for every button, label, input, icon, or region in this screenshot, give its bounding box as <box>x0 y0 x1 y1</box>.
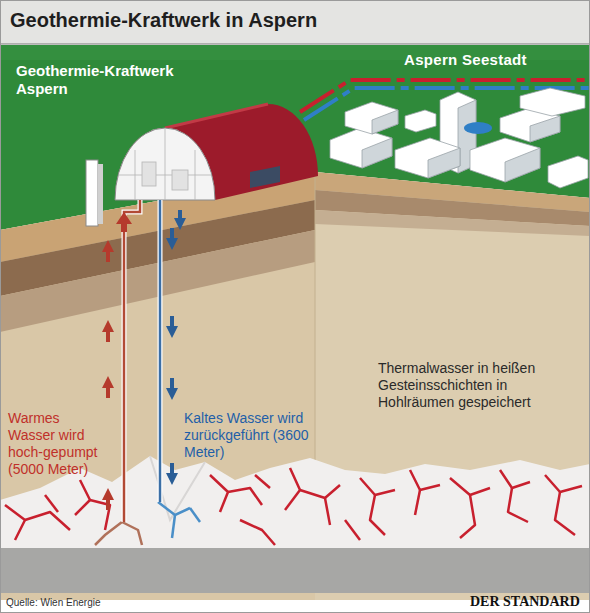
power-plant-part-part <box>142 162 156 186</box>
power-plant-part <box>115 128 215 200</box>
warm-pipe-part-part <box>102 320 114 342</box>
cold-pipe-part <box>166 210 186 485</box>
city-buildings <box>330 88 588 188</box>
power-plant-part-part <box>165 128 166 200</box>
warm-pipe-part-part <box>102 488 114 510</box>
diagram-title: Geothermie-Kraftwerk in Aspern <box>10 9 317 32</box>
rock-layer-part <box>5 468 582 545</box>
city-buildings-part <box>548 156 588 188</box>
warm-pipe-part <box>124 200 140 522</box>
power-plant-part <box>118 128 212 200</box>
city-buildings-part <box>464 122 492 134</box>
power-plant-part <box>98 164 103 224</box>
rock-layer-part-part <box>25 512 70 530</box>
rock-layer-part-part <box>240 520 275 545</box>
city-buildings-part <box>428 148 460 178</box>
rock-layer-part-part <box>285 468 300 510</box>
city-buildings-part <box>395 138 460 178</box>
rock-layer-part-part <box>300 485 340 498</box>
rock-layer-part-part <box>255 475 270 488</box>
rock-layer-part-part <box>190 508 200 522</box>
rock-layer-part-part <box>45 495 58 512</box>
cold-pipe <box>160 200 186 502</box>
cold-water-label: Kaltes Wasser wird zurückgeführt (3600 M… <box>184 410 312 461</box>
city-buildings-part <box>345 102 398 134</box>
power-plant <box>86 104 318 226</box>
district-label: Aspern Seestadt <box>404 51 527 68</box>
rock-layer-part-part <box>325 498 330 525</box>
rock-layer-part <box>0 456 590 548</box>
rock-layer-part-part <box>500 470 530 488</box>
rock-layer-part <box>95 522 142 545</box>
rock-layer-part-part <box>450 478 490 495</box>
rock-layer-part-part <box>415 490 420 515</box>
plant-label: Geothermie-Kraftwerk Aspern <box>16 62 196 98</box>
warm-water-label: Warmes Wasser wird hoch-gepumpt (5000 Me… <box>8 410 104 478</box>
thermal-water-note: Thermalwasser in heißen Gesteinsschichte… <box>378 360 574 411</box>
power-plant-part <box>165 104 268 128</box>
rock-layer-part-part <box>5 505 25 540</box>
city-buildings-part <box>405 110 436 132</box>
power-plant-part <box>86 160 98 226</box>
power-plant-part-part <box>172 170 188 190</box>
rock-layer-part-part <box>555 492 575 535</box>
city-buildings-part <box>330 128 392 168</box>
publisher-mark: DER STANDARD <box>470 594 580 610</box>
rock-layer-part-part <box>460 495 475 538</box>
city-buildings-part <box>362 138 392 168</box>
city-buildings-part <box>530 116 560 142</box>
rock-layer-part-part <box>345 520 360 540</box>
title-bar <box>0 0 590 44</box>
cold-pipe-part <box>159 200 162 502</box>
power-plant-part <box>115 104 318 200</box>
cold-pipe-part-part <box>166 378 178 400</box>
rock-layer-part-part <box>158 502 190 515</box>
title-bar-part <box>0 0 590 44</box>
power-plant-part <box>250 166 280 188</box>
rock-layer-part-part <box>122 522 142 545</box>
source-caption: Quelle: Wien Energie <box>6 597 101 608</box>
cold-pipe-part-part <box>166 316 178 338</box>
warm-pipe-part-part <box>116 212 132 232</box>
cold-pipe-part-part <box>166 228 178 250</box>
warm-pipe-part-part <box>102 376 114 398</box>
rock-layer-part <box>158 502 200 538</box>
power-plant-part-part <box>118 175 212 176</box>
rock-layer-part-part <box>172 515 175 538</box>
city-buildings-part <box>505 148 540 182</box>
soil-layers-part <box>315 172 316 470</box>
city-buildings-part <box>520 88 585 116</box>
rock-layer-part-part <box>75 480 90 515</box>
city-buildings-part <box>470 138 540 182</box>
rock-layer-part-part <box>360 478 395 495</box>
cold-pipe-part <box>158 200 163 502</box>
cold-pipe-part-part <box>174 210 186 230</box>
rock-layer-part-part <box>508 488 528 522</box>
rock-layer-part-part <box>228 488 262 505</box>
rock-layer-part-part <box>370 495 385 535</box>
rock-layer-part-part <box>95 522 122 545</box>
rock-layer-part <box>0 548 590 593</box>
warm-pipe-part-part <box>102 240 114 262</box>
city-buildings-part <box>372 110 398 134</box>
warm-pipe-part <box>102 212 132 510</box>
cold-pipe-part-part <box>166 463 178 485</box>
warm-pipe-part <box>124 200 140 522</box>
soil-layers <box>0 172 590 600</box>
title-bar-part <box>0 44 590 45</box>
warm-pipe <box>102 200 140 522</box>
rock-layer-part-part <box>410 470 440 490</box>
rock-layer <box>0 456 590 593</box>
soil-layers-part <box>315 210 590 236</box>
rock-layer-part-part <box>545 475 582 492</box>
rock-layer-part-part <box>210 475 228 512</box>
